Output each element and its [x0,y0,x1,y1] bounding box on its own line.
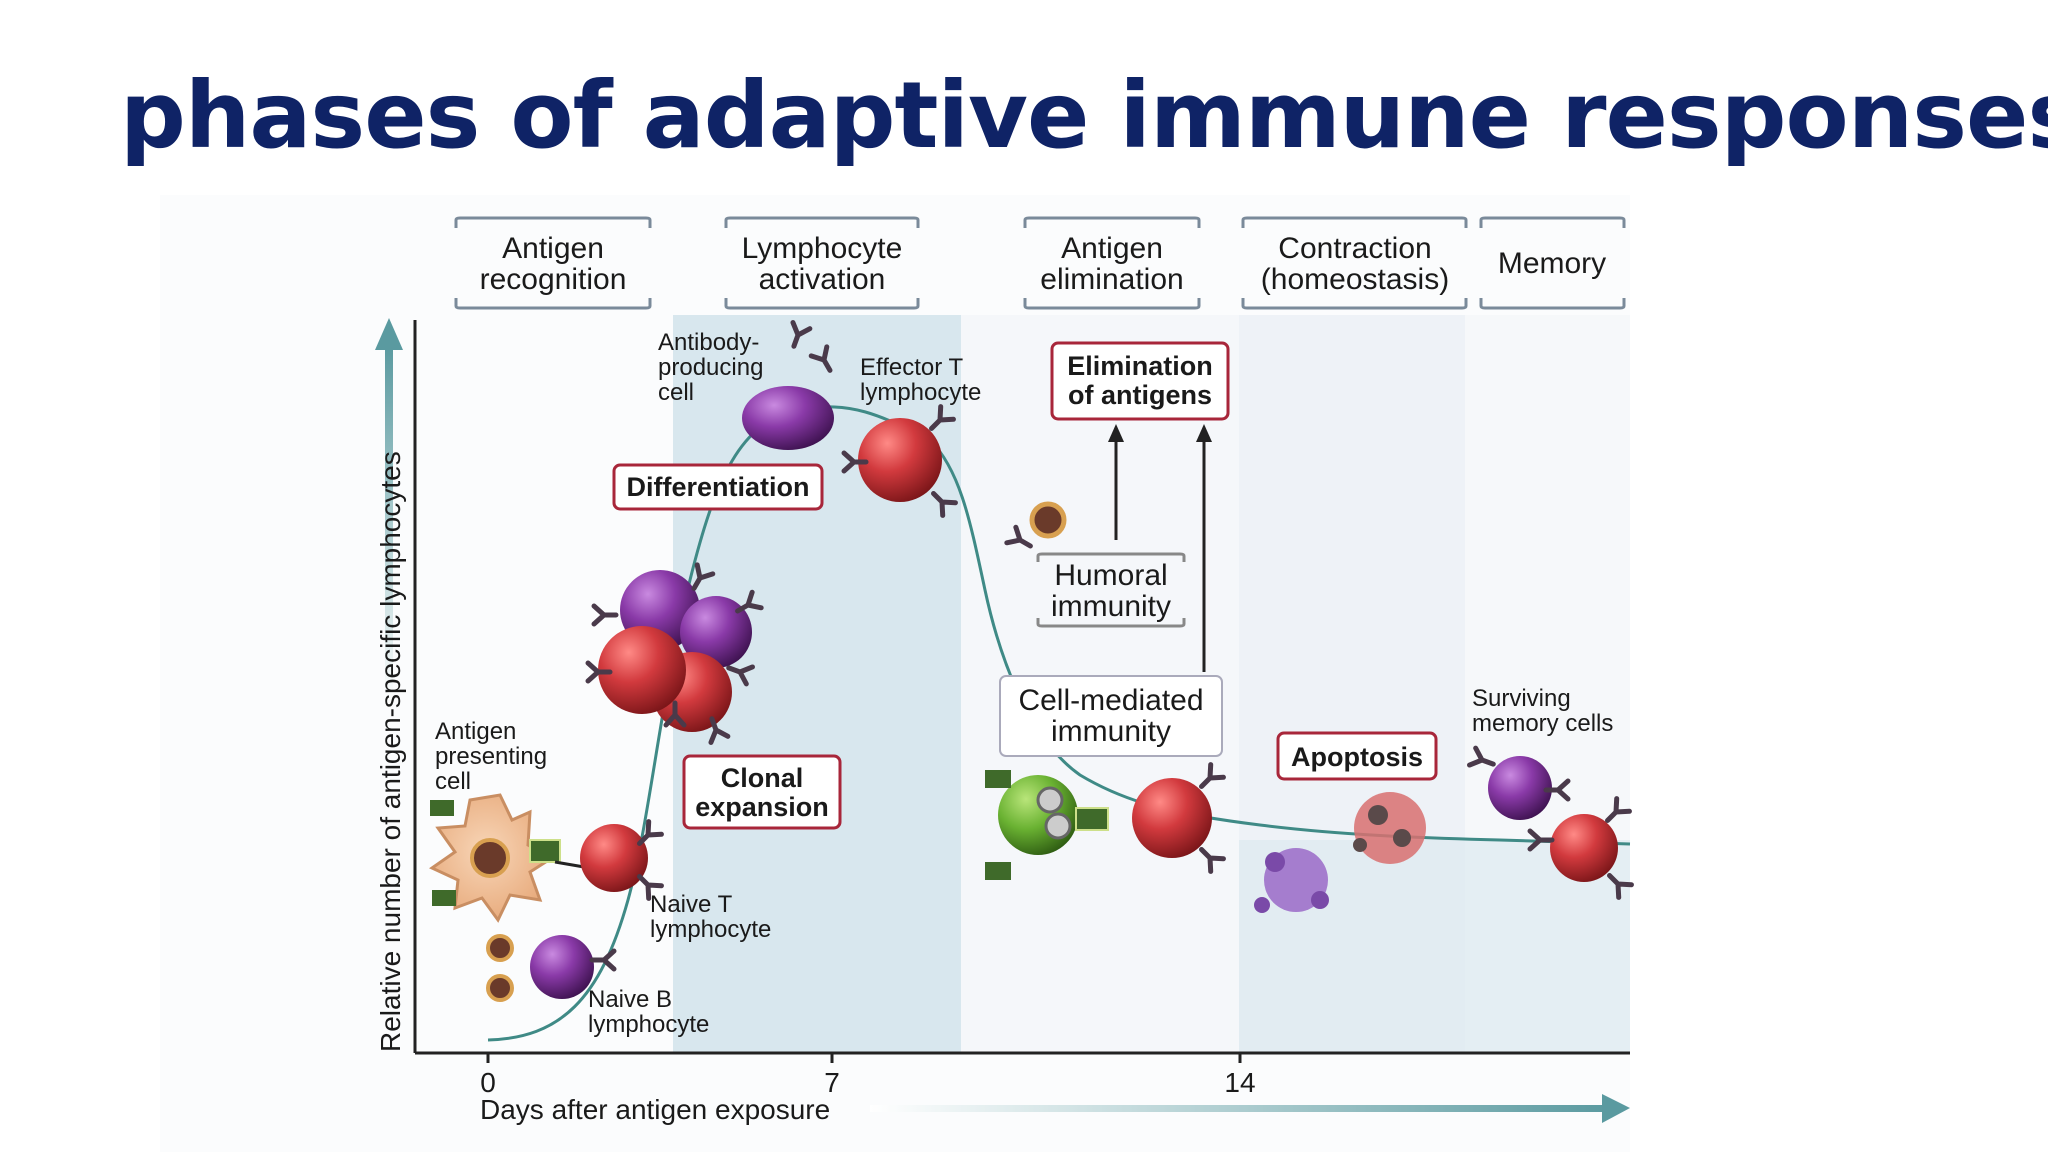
phase-label: Antigen [1061,232,1163,265]
effector-t-label: lymphocyte [860,379,981,406]
antigen-presenting-cell: Antigen presenting cell [428,718,591,923]
phase-label: Contraction [1278,232,1431,265]
antibody-producing-cell: Antibody- producing cell [658,323,838,450]
effector-t-lymphocyte: Effector T lymphocyte [844,354,981,515]
cell-mediated-label: Cell-mediated [1018,684,1203,717]
antigen-antibody-complex [1007,501,1067,554]
apoptosis-box: Apoptosis [1276,731,1438,781]
phase-contraction: Contraction (homeostasis) [1241,216,1468,310]
humoral-arrowhead [1108,424,1124,442]
phase-label: Memory [1498,247,1606,280]
humoral-immunity-label: Humoral immunity [1036,552,1186,628]
naive-b-lymphocyte: Naive B lymphocyte [486,934,709,1038]
antibody-cell-label: cell [658,379,694,406]
infected-cell-and-t-cell [985,765,1223,880]
phase-antigen-elimination: Antigen elimination [1023,216,1201,310]
memory-label: Surviving [1472,685,1571,712]
phase-label: activation [759,263,886,296]
clonal-expansion-cells [588,565,761,743]
phase-label: Lymphocyte [742,232,903,265]
apc-label: Antigen [435,718,516,745]
apc-label: cell [435,768,471,795]
apoptotic-cells [1254,792,1426,913]
phase-lymphocyte-activation: Lymphocyte activation [724,216,920,310]
apc-label: presenting [435,743,547,770]
clonal-label: Clonal [721,763,804,793]
antibody-cell-label: producing [658,354,763,381]
phase-label: elimination [1040,263,1183,296]
x-axis: 0 7 14 Days after antigen exposure [415,1051,1630,1125]
naive-t-lymphocyte: Naive T lymphocyte [580,822,771,943]
cell-mediated-immunity-label: Cell-mediated immunity [999,675,1223,757]
phase-memory: Memory [1479,216,1626,310]
naive-b-label: Naive B [588,986,672,1013]
x-axis-label: Days after antigen exposure [480,1094,830,1125]
memory-label: memory cells [1472,710,1613,737]
phase-label: (homeostasis) [1261,263,1449,296]
naive-b-label: lymphocyte [588,1011,709,1038]
effector-t-label: Effector T [860,354,964,381]
humoral-label: Humoral [1054,559,1167,592]
differentiation-box: Differentiation [612,463,824,511]
x-tick-label: 14 [1224,1067,1255,1098]
apoptosis-label: Apoptosis [1291,742,1423,772]
y-axis-label: Relative number of antigen-specific lymp… [375,451,406,1052]
clonal-label: expansion [695,792,829,822]
x-tick-label: 7 [824,1067,840,1098]
cell-mediated-label: immunity [1051,715,1171,748]
naive-t-label: lymphocyte [650,916,771,943]
memory-cells: Surviving memory cells [1470,685,1632,897]
response-curve [487,405,1631,1042]
page-title: phases of adaptive immune responses [120,62,2048,169]
clonal-expansion-box: Clonal expansion [682,754,842,830]
humoral-label: immunity [1051,590,1171,623]
x-tick-label: 0 [480,1067,496,1098]
elimination-box: Elimination of antigens [1050,341,1230,421]
elimination-label: of antigens [1068,380,1212,410]
naive-t-label: Naive T [650,891,733,918]
antibody-cell-label: Antibody- [658,329,759,356]
phase-label: Antigen [502,232,604,265]
phase-antigen-recognition: Antigen recognition [454,216,652,310]
phase-label: recognition [480,263,627,296]
cell-mediated-arrowhead [1196,424,1212,442]
differentiation-label: Differentiation [626,472,809,502]
elimination-label: Elimination [1067,351,1213,381]
y-axis: Relative number of antigen-specific lymp… [375,318,417,1053]
